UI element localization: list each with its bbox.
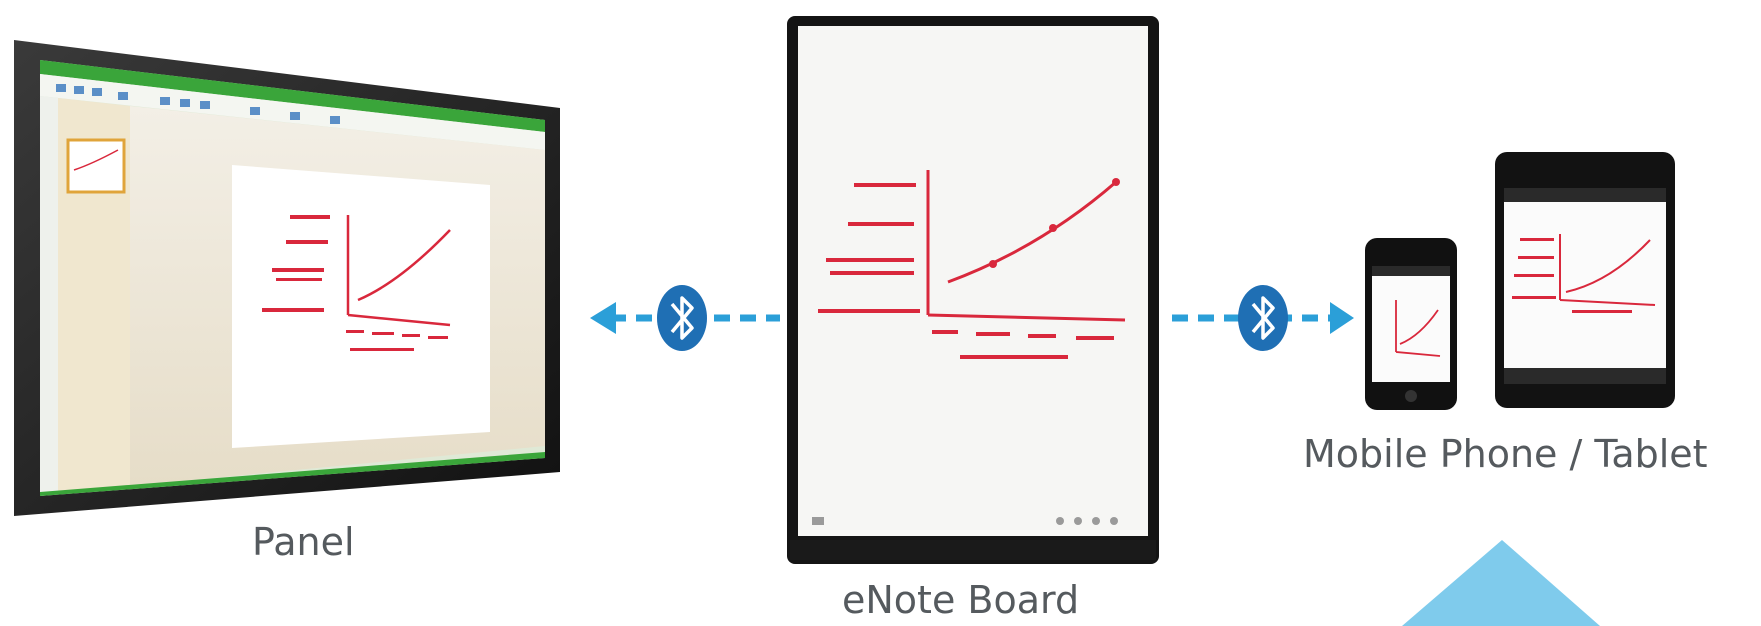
- connector-right: [1172, 285, 1354, 351]
- panel-device: [14, 40, 560, 516]
- tablet-sketch-chart: [1559, 234, 1656, 306]
- enote-tray: [790, 540, 1156, 560]
- page-thumbnail: [66, 138, 126, 194]
- tablet-app-bar: [1504, 188, 1666, 202]
- mobile-tablet-label: Mobile Phone / Tablet: [1303, 432, 1708, 476]
- mobile-phone-device: [1365, 238, 1457, 410]
- panel-sketch-chart: [346, 215, 451, 327]
- app-status-bar: [40, 452, 545, 496]
- tablet-device: [1495, 152, 1675, 408]
- connector-left: [590, 285, 780, 351]
- enote-sketch-points: [989, 178, 1120, 268]
- enote-board-device: [787, 16, 1159, 564]
- panel-label: Panel: [252, 520, 355, 564]
- toolbar-icons: [56, 84, 340, 124]
- enote-buttons: [812, 517, 1118, 525]
- tablet-sketch-labels: [1512, 238, 1632, 313]
- phone-sketch-chart: [1395, 300, 1441, 357]
- enote-sketch-chart: [926, 170, 1126, 322]
- tablet-screen: [1504, 188, 1666, 368]
- left-toolbar: [40, 96, 58, 496]
- enote-board-label: eNote Board: [842, 578, 1080, 622]
- decorative-triangle: [1402, 540, 1600, 626]
- app-title-bar: [40, 60, 545, 132]
- panel-page: [232, 165, 490, 448]
- tablet-nav-bar: [1504, 368, 1666, 384]
- phone-home-button: [1405, 390, 1417, 402]
- arrow-right-icon: [1330, 302, 1354, 334]
- arrow-left-icon: [590, 302, 616, 334]
- enote-surface: [798, 26, 1148, 536]
- panel-sketch-labels: [262, 215, 448, 351]
- phone-screen: [1372, 266, 1450, 382]
- enote-sketch-labels: [818, 183, 1114, 359]
- thumbnail-pane: [58, 98, 130, 492]
